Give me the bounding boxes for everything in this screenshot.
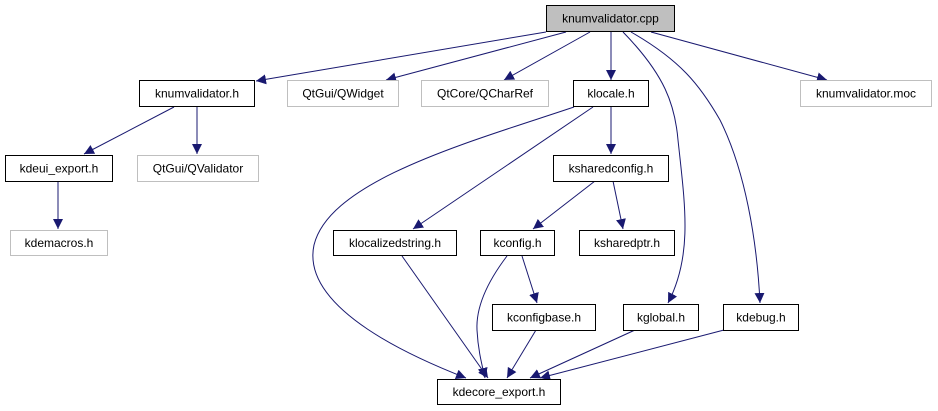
edge-kconfig-kconfigbase bbox=[521, 255, 539, 304]
nodes: knumvalidator.cpp knumvalidator.h QtGui/… bbox=[5, 5, 932, 405]
node-kconfig-h[interactable]: kconfig.h bbox=[480, 230, 555, 256]
edge-kglobal-kdecore-export bbox=[529, 329, 636, 379]
edge-kconfig-kdecore-export bbox=[476, 255, 508, 379]
node-ksharedptr-h[interactable]: ksharedptr.h bbox=[579, 230, 675, 256]
node-label: klocalizedstring.h bbox=[349, 236, 441, 250]
node-qcharref: QtCore/QCharRef bbox=[421, 80, 549, 107]
node-label: klocale.h bbox=[587, 87, 634, 101]
node-knumvalidator-h[interactable]: knumvalidator.h bbox=[139, 80, 255, 107]
node-knumvalidator-cpp[interactable]: knumvalidator.cpp bbox=[546, 5, 675, 32]
node-label: kconfig.h bbox=[493, 236, 541, 250]
edge-klocalizedstring-kdecore-export bbox=[401, 255, 489, 379]
node-label: QtGui/QWidget bbox=[302, 87, 384, 101]
node-qvalidator: QtGui/QValidator bbox=[137, 155, 259, 182]
node-qwidget: QtGui/QWidget bbox=[287, 80, 399, 107]
edge-cpp-kglobal bbox=[622, 31, 686, 304]
node-label: kconfigbase.h bbox=[507, 311, 581, 325]
edge-kdebug-kdecore-export bbox=[539, 329, 725, 381]
node-kconfigbase-h[interactable]: kconfigbase.h bbox=[492, 304, 596, 331]
edge-klocale-klocalizedstring bbox=[412, 106, 594, 230]
node-kdeui-export-h[interactable]: kdeui_export.h bbox=[5, 155, 113, 182]
node-label: kdemacros.h bbox=[25, 236, 94, 250]
node-label: knumvalidator.cpp bbox=[562, 12, 659, 26]
edges bbox=[53, 31, 828, 381]
edge-klocale-kdecore-export bbox=[312, 106, 575, 380]
node-label: kglobal.h bbox=[637, 311, 685, 325]
node-kdebug-h[interactable]: kdebug.h bbox=[723, 304, 799, 331]
edge-cpp-qcharref bbox=[503, 31, 591, 81]
node-label: ksharedconfig.h bbox=[569, 162, 654, 176]
edge-cpp-knumvalidator-h bbox=[255, 31, 547, 85]
node-knumvalidator-moc: knumvalidator.moc bbox=[800, 80, 932, 107]
node-klocale-h[interactable]: klocale.h bbox=[573, 80, 649, 107]
node-ksharedconfig-h[interactable]: ksharedconfig.h bbox=[553, 155, 669, 182]
node-label: ksharedptr.h bbox=[594, 236, 660, 250]
node-label: knumvalidator.moc bbox=[816, 87, 916, 101]
node-label: kdecore_export.h bbox=[453, 385, 546, 399]
node-label: QtCore/QCharRef bbox=[437, 87, 534, 101]
edge-ksharedconfig-ksharedptr bbox=[612, 180, 626, 230]
node-kdecore-export-h[interactable]: kdecore_export.h bbox=[437, 379, 561, 405]
node-kdemacros-h: kdemacros.h bbox=[10, 230, 108, 256]
node-label: kdebug.h bbox=[736, 311, 785, 325]
edge-cpp-kdebug bbox=[630, 31, 765, 304]
node-klocalizedstring-h[interactable]: klocalizedstring.h bbox=[333, 230, 457, 256]
edge-ksharedconfig-kconfig bbox=[532, 180, 596, 230]
edge-kconfigbase-kdecore-export bbox=[506, 329, 537, 379]
node-label: kdeui_export.h bbox=[20, 162, 99, 176]
edge-knumvalidator-h-kdeui-export bbox=[83, 106, 175, 155]
node-label: knumvalidator.h bbox=[155, 87, 239, 101]
edge-cpp-moc bbox=[650, 31, 828, 83]
edge-cpp-qwidget bbox=[385, 31, 567, 83]
node-kglobal-h[interactable]: kglobal.h bbox=[623, 304, 699, 331]
node-label: QtGui/QValidator bbox=[153, 162, 243, 176]
